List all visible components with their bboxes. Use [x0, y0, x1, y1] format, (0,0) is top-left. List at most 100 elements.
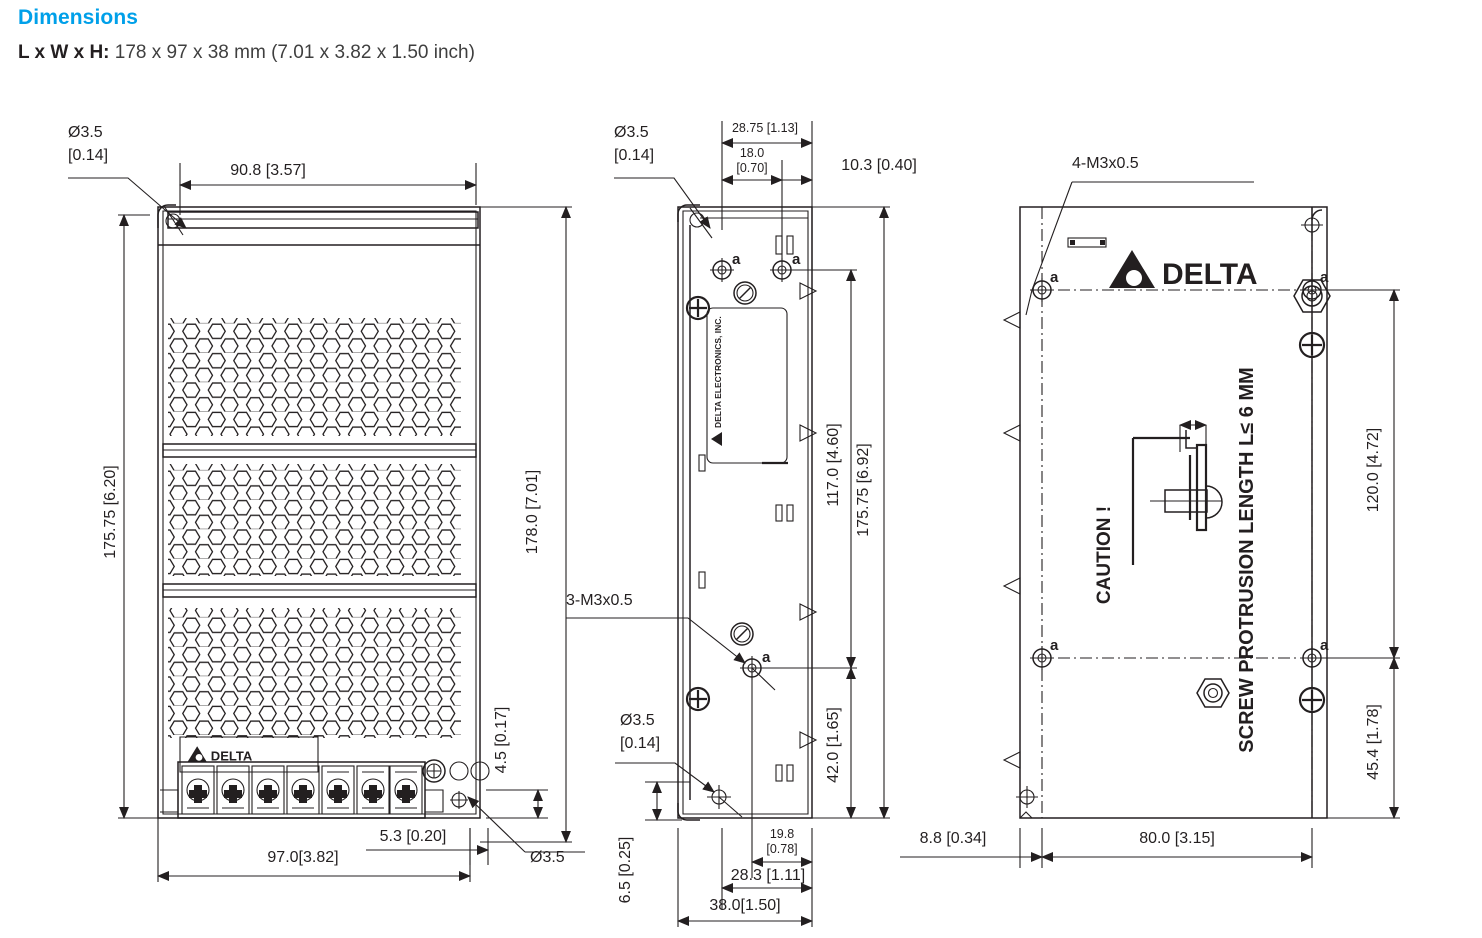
lwh-value: 178 x 97 x 38 mm (7.01 x 3.82 x 1.50 inc…: [114, 42, 475, 63]
side-38-label: 38.0[1.50]: [709, 897, 780, 914]
side-dia-bl-2: [0.14]: [620, 735, 660, 752]
front-dim-width-bottom: 97.0[3.82]: [156, 818, 472, 882]
dimensions-subheading: L x W x H: 178 x 97 x 38 mm (7.01 x 3.82…: [18, 42, 475, 64]
side-case-inner: [682, 210, 809, 815]
front-terminal-block: [160, 759, 490, 819]
rear-datum-a-2: a: [1320, 269, 1329, 286]
side-283-label: 28.3 [1.11]: [731, 867, 805, 884]
side-datum-a-2: a: [792, 251, 801, 268]
side-3m3-leader2: [751, 667, 776, 691]
side-dim-dia-top-left: Ø3.5 [0.14]: [614, 124, 713, 239]
side-3m3-leader: [566, 617, 746, 664]
front-dim-height-right: 178.0 [7.01]: [480, 205, 572, 844]
rear-weld-marks: [1002, 311, 1021, 769]
front-dim-offset-bottom: 5.3 [0.20]: [366, 828, 490, 865]
side-42-label: 42.0 [1.65]: [825, 707, 842, 783]
front-foot-right: [425, 789, 444, 813]
side-dim-38: 38.0[1.50]: [676, 828, 814, 927]
rear-vent-indicator: [1067, 237, 1107, 248]
front-case-inner: [162, 210, 477, 815]
side-label-plate: DELTA ELECTRONICS, INC.: [706, 307, 788, 465]
rear-datum-a-3: a: [1050, 637, 1059, 654]
rear-hex-nut-top: [1293, 279, 1331, 313]
front-dia-line1: Ø3.5: [68, 124, 103, 141]
rear-dim-88: 8.8 [0.34]: [900, 828, 1044, 868]
rear-phillips-screw-bottom: [1298, 686, 1326, 714]
page-title: Dimensions: [18, 6, 139, 29]
front-height-left-ext: [118, 214, 158, 819]
rear-454-label: 45.4 [1.78]: [1365, 704, 1382, 780]
side-dim-top-10: 10.3 [0.40]: [841, 157, 917, 174]
front-corner-radius: [157, 204, 176, 228]
vent-panel-bottom: [168, 608, 461, 738]
front-offset-ext: [469, 828, 489, 865]
side-dia-bl-leader: [615, 762, 715, 793]
side-datum-hole-3: a: [740, 649, 771, 680]
side-dim-283: 28.3 [1.11]: [720, 828, 814, 910]
side-view: DELTA ELECTRONICS, INC. a a a: [566, 121, 917, 927]
side-dia-tl-2: [0.14]: [614, 147, 654, 164]
rear-datum-a-4: a: [1320, 637, 1329, 654]
front-foot-height-ext: [486, 789, 548, 819]
rear-screw-note-label: SCREW PROTRUSION LENGTH L≤ 6 MM: [1236, 367, 1258, 752]
side-datum-hole-1: a: [710, 251, 741, 282]
rear-hex-nut-center: [1196, 678, 1230, 708]
side-dim-42: 42.0 [1.65]: [825, 666, 856, 820]
side-dia-tl-leader2: [689, 207, 713, 239]
front-dim-dia-bottom-right: Ø3.5: [467, 796, 585, 866]
front-dim-foot-height: 4.5 [0.17]: [486, 707, 548, 820]
front-width-bottom-ext: [157, 818, 471, 882]
front-foot-left: [160, 789, 179, 813]
side-phillips-screw-1: [685, 295, 711, 321]
side-corner-bl: [677, 803, 700, 821]
vent-panel-middle: [168, 464, 461, 576]
lwh-label: L x W x H:: [18, 42, 110, 63]
side-65-ext: [645, 781, 690, 821]
side-3m3-label: 3-M3x0.5: [566, 592, 633, 609]
rear-caution-label: CAUTION !: [1094, 506, 1115, 604]
side-117-label: 117.0 [4.60]: [825, 423, 842, 506]
front-dia-leader: [68, 177, 187, 229]
front-dim-dia-top-left: Ø3.5 [0.14]: [68, 124, 187, 236]
rear-dim-120: 120.0 [4.72]: [1322, 288, 1400, 660]
side-slotted-screw-1: [733, 281, 757, 305]
rear-dim-thread-4m3: 4-M3x0.5: [1025, 155, 1254, 316]
side-weld-marks: [799, 282, 818, 749]
side-103-label: 10.3 [0.40]: [841, 157, 917, 174]
front-width-top-label: 90.8 [3.57]: [230, 162, 306, 179]
side-corner-tl: [677, 204, 700, 222]
side-dia-bl-leader2: [718, 796, 743, 818]
side-dia-bl-1: Ø3.5: [620, 712, 655, 729]
front-vent-panels: [168, 318, 461, 738]
side-198-label-1: 19.8: [770, 827, 794, 841]
side-slotted-screw-2: [730, 622, 754, 646]
side-dia-tl-leader: [614, 177, 711, 229]
rear-dim-80: 80.0 [3.15]: [1040, 828, 1314, 868]
front-height-left-label: 175.75 [6.20]: [102, 465, 119, 558]
rear-fasteners-right: [1196, 279, 1331, 714]
front-dim-height-left: 175.75 [6.20]: [102, 213, 158, 820]
front-brand-plate: DELTA: [179, 736, 319, 773]
rear-datum-hole-tl: a: [1030, 269, 1059, 302]
rear-80-label: 80.0 [3.15]: [1139, 830, 1215, 847]
rear-caution-pictogram: [1131, 420, 1223, 565]
side-vent-slots: [698, 235, 794, 782]
rear-datum-hole-bl: a: [1030, 637, 1059, 670]
side-18-label-1: 18.0: [740, 146, 764, 160]
front-dia-leader2: [163, 205, 184, 236]
rear-88-label: 8.8 [0.34]: [920, 830, 987, 847]
side-dia-tl-1: Ø3.5: [614, 124, 649, 141]
side-dim-top-18: 18.0 [0.70]: [720, 146, 814, 264]
front-dia-line2: [0.14]: [68, 147, 108, 164]
side-label-text: DELTA ELECTRONICS, INC.: [713, 316, 723, 428]
rear-datum-hole-br: a: [1300, 637, 1329, 670]
front-foot-height-label: 4.5 [0.17]: [493, 707, 510, 774]
rear-120-ext: [1322, 289, 1400, 659]
rear-dim-454: 45.4 [1.78]: [1327, 656, 1400, 820]
rear-brand-logo: DELTA: [1109, 250, 1258, 291]
side-117-ext: [762, 269, 857, 669]
front-top-lid: [167, 211, 479, 229]
front-dim-width-top: 90.8 [3.57]: [178, 162, 478, 215]
rear-view: DELTA a a a a: [900, 155, 1400, 868]
